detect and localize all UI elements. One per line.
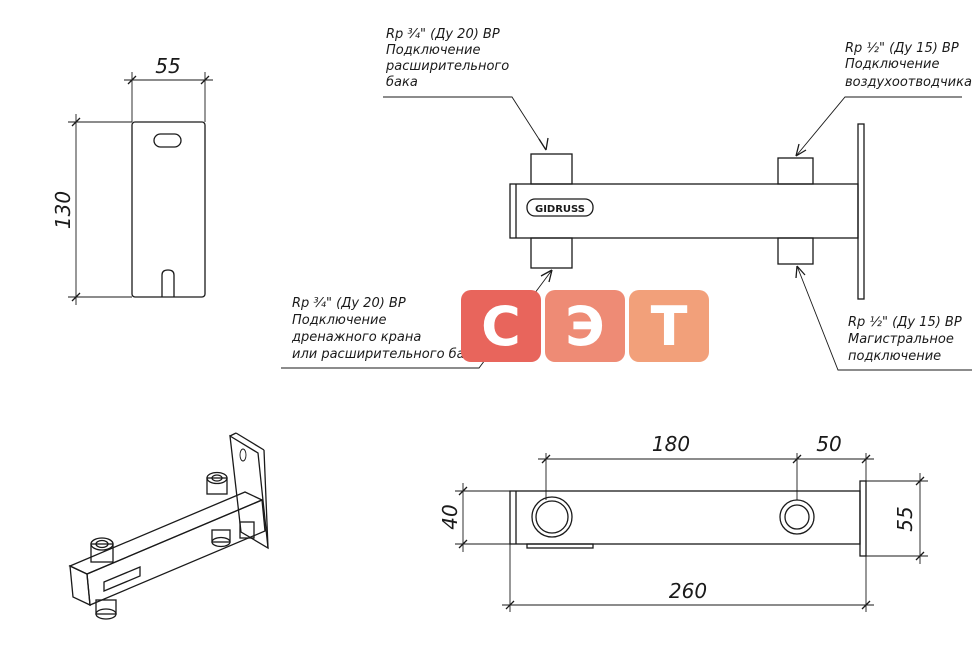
svg-text:Rp ¾" (Ду 20) ВР: Rp ¾" (Ду 20) ВР <box>292 296 406 311</box>
leader-top-right <box>795 96 962 157</box>
mounting-plate <box>857 123 865 300</box>
svg-text:расширительного: расширительного <box>385 59 509 74</box>
port-bottom-left <box>530 237 573 269</box>
svg-text:дренажного крана: дренажного крана <box>291 330 421 345</box>
iso-plate <box>229 434 269 550</box>
isometric-view <box>68 432 269 620</box>
svg-text:Подключение: Подключение <box>845 57 939 72</box>
dim-side-width: 55 <box>155 54 180 78</box>
iso-port-bottom-left <box>95 599 117 615</box>
plate-slot <box>153 133 182 148</box>
iso-port-bottom-right <box>211 529 231 543</box>
brand-logo <box>526 198 594 217</box>
iso-body-side <box>86 499 266 606</box>
svg-text:или расширительного бака: или расширительного бака <box>292 347 480 362</box>
top-view: 180 50 40 55 260 <box>438 432 928 612</box>
callout-bottom-left: Rp ¾" (Ду 20) ВР Подключение дренажного … <box>291 296 480 362</box>
dim-top-offset: 50 <box>816 432 841 456</box>
watermark-letter-1: С <box>461 290 541 362</box>
top-plate <box>859 480 867 557</box>
iso-logo <box>103 566 141 592</box>
callout-top-right: Rp ½" (Ду 15) ВР Подключение воздухоотво… <box>845 41 972 90</box>
svg-text:Rp ½" (Ду 15) ВР: Rp ½" (Ду 15) ВР <box>845 41 959 56</box>
port-top-right <box>777 157 814 185</box>
svg-text:Подключение: Подключение <box>386 43 480 58</box>
svg-text:воздухоотводчика: воздухоотводчика <box>845 75 972 90</box>
leader-bottom-right <box>796 265 972 371</box>
dim-top-spacing: 180 <box>652 432 690 456</box>
dim-side-height: 130 <box>51 191 75 229</box>
callout-top-left: Rp ¾" (Ду 20) ВР Подключение расширитель… <box>385 27 509 90</box>
iso-body-end <box>69 564 91 607</box>
front-view: GIDRUSS Rp ¾" (Ду 20) ВР Подключение рас… <box>281 27 972 371</box>
brand-logo-text: GIDRUSS <box>535 204 585 215</box>
port-bottom-right <box>777 237 814 265</box>
dim-top-plate: 55 <box>893 506 917 531</box>
watermark-letter-3: Т <box>629 290 709 362</box>
top-body <box>509 490 861 545</box>
side-view: 55 130 <box>51 54 213 305</box>
leader-top-left <box>383 96 547 151</box>
svg-text:Магистральное: Магистральное <box>848 332 954 347</box>
svg-text:Подключение: Подключение <box>292 313 386 328</box>
dim-top-length: 260 <box>669 579 707 603</box>
plate-outline <box>131 121 206 298</box>
top-port-left <box>531 496 573 538</box>
svg-text:Rp ½" (Ду 15) ВР: Rp ½" (Ду 15) ВР <box>848 315 962 330</box>
iso-port-top-left <box>90 543 114 563</box>
iso-port-top-right <box>206 477 228 495</box>
watermark-letter-2: Э <box>545 290 625 362</box>
dim-top-height: 40 <box>438 504 462 529</box>
svg-text:подключение: подключение <box>848 349 941 364</box>
callout-bottom-right: Rp ½" (Ду 15) ВР Магистральное подключен… <box>848 315 962 364</box>
svg-text:бака: бака <box>386 75 418 90</box>
plate-bottom-notch <box>161 269 175 297</box>
svg-text:Rp ¾" (Ду 20) ВР: Rp ¾" (Ду 20) ВР <box>386 27 500 42</box>
port-top-left <box>530 153 573 185</box>
